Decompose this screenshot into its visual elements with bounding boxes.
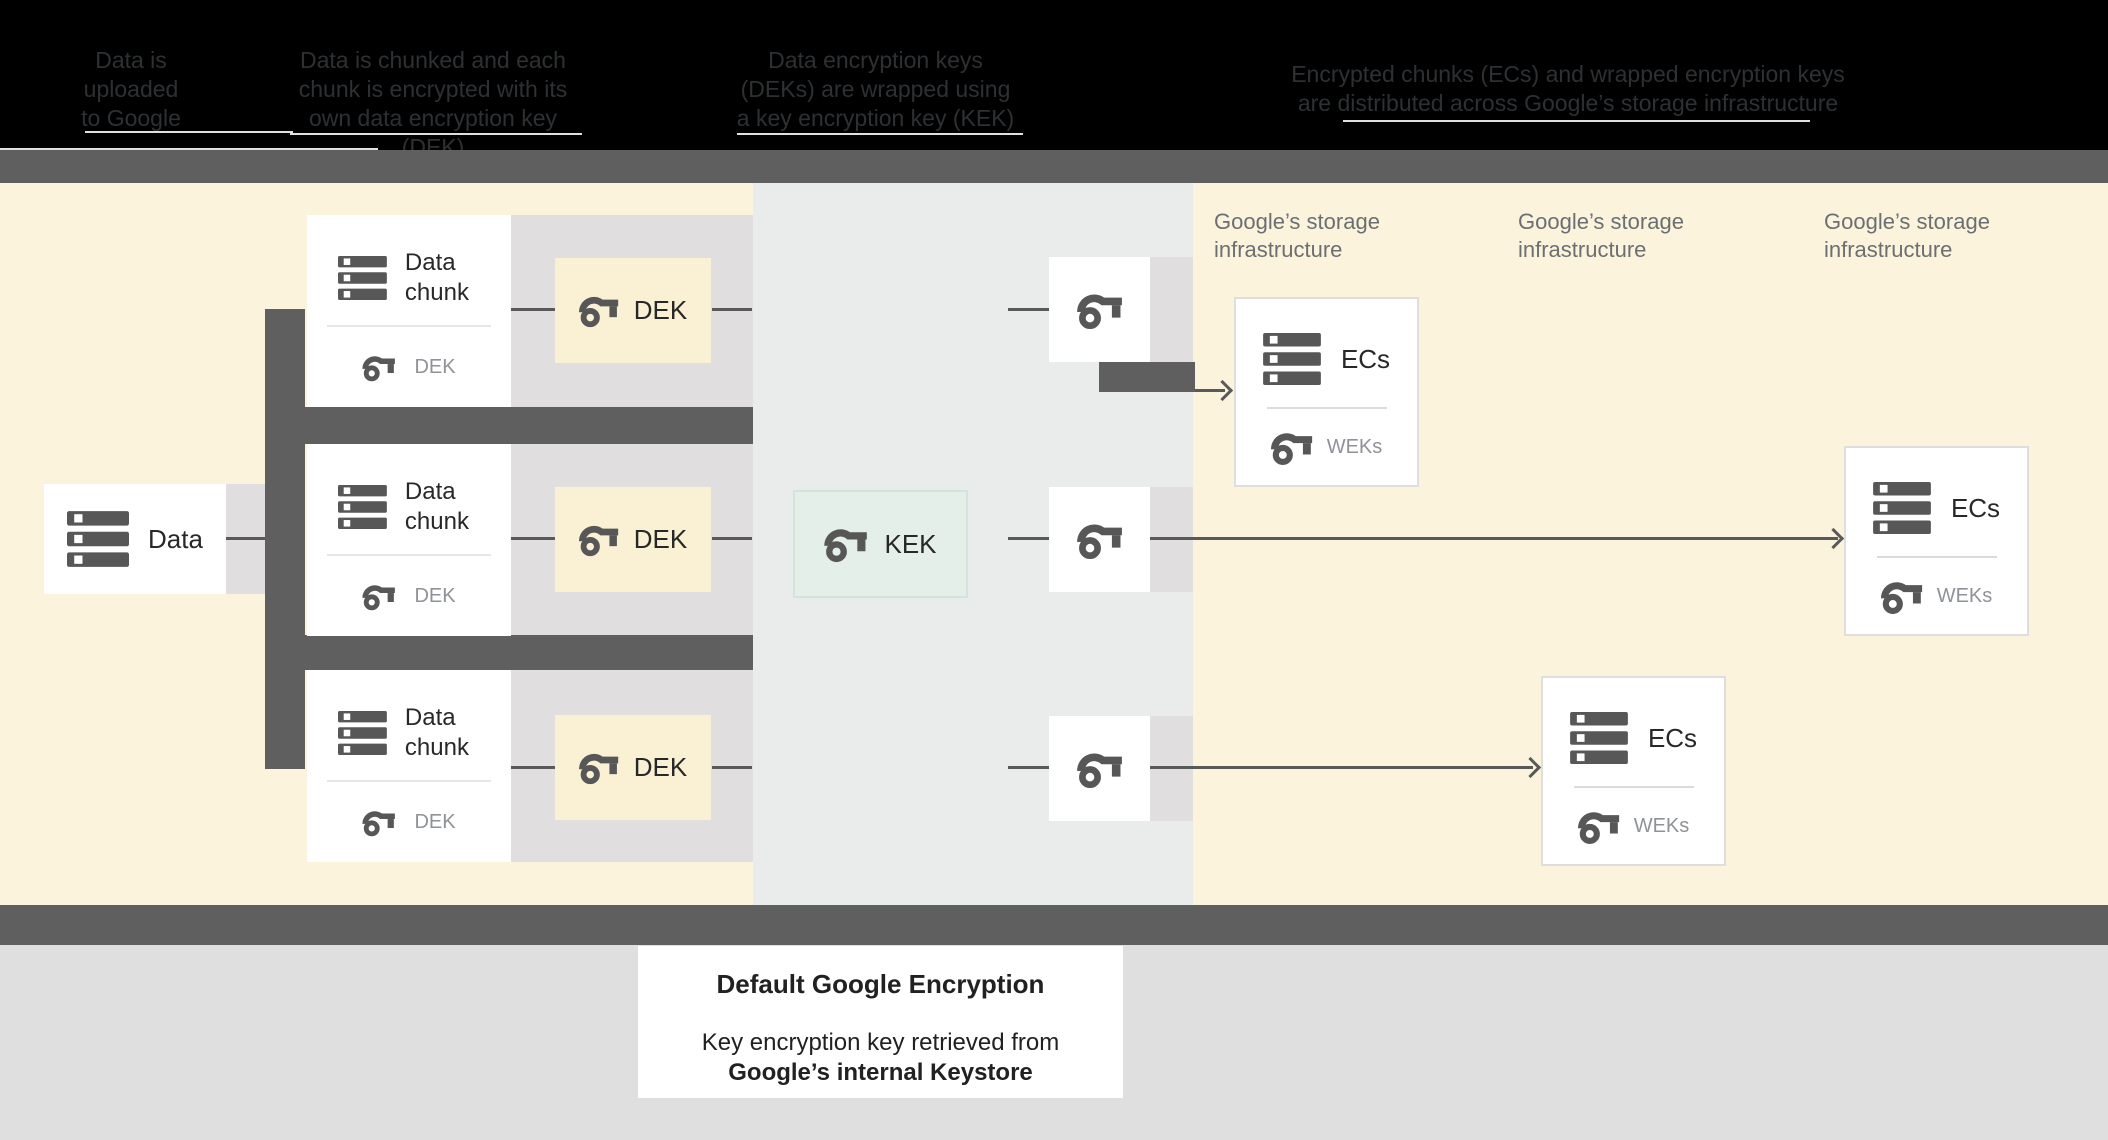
- database-icon: [338, 253, 387, 303]
- weks-label: WEKs: [1633, 815, 1690, 837]
- divider: [327, 780, 491, 782]
- fanout-trunk: [265, 309, 305, 769]
- encrypted-chunks-box: ECs WEKs: [1844, 446, 2029, 636]
- wrapped-key-shadow-band: [1150, 257, 1193, 362]
- connector-line: [712, 308, 752, 311]
- dek-box: DEK: [555, 715, 711, 820]
- ec-box-title: ECs: [1647, 722, 1698, 753]
- divider: [327, 554, 491, 556]
- storage-zone-label: Google’s storage infrastructure: [1518, 209, 1684, 262]
- key-icon: [362, 353, 396, 382]
- dek-box: DEK: [555, 258, 711, 363]
- wrapped-key-box: [1049, 716, 1150, 821]
- kek-box: KEK: [793, 490, 968, 598]
- bottom-separator-bar: [0, 905, 2108, 945]
- data-chunk-title: Data chunk: [404, 478, 469, 535]
- legend-box: Default Google Encryption Key encryption…: [638, 946, 1123, 1098]
- key-icon: [1271, 429, 1313, 466]
- wrapped-key-box: [1049, 257, 1150, 362]
- database-icon: [338, 708, 387, 758]
- divider: [1876, 556, 1997, 558]
- legend-title: Default Google Encryption: [716, 969, 1045, 999]
- dek-box-label: DEK: [633, 752, 688, 782]
- row-connector-block: [305, 407, 753, 444]
- key-icon: [1077, 290, 1123, 330]
- key-icon: [1578, 808, 1620, 845]
- legend-body-line: Key encryption key retrieved from: [701, 1029, 1060, 1056]
- database-icon: [67, 511, 129, 567]
- key-icon: [824, 525, 868, 563]
- artifact-line: [290, 133, 582, 135]
- divider: [1266, 407, 1387, 409]
- connector-line: [712, 766, 752, 769]
- dek-box-label: DEK: [633, 295, 688, 325]
- storage-zone-label: Google’s storage infrastructure: [1214, 209, 1380, 262]
- data-chunk-box: Data chunk DEK: [307, 670, 511, 862]
- divider: [1573, 786, 1694, 788]
- data-box-label: Data: [148, 523, 203, 554]
- ec-box-title: ECs: [1950, 492, 2001, 523]
- key-icon: [1077, 749, 1123, 789]
- data-chunk-title: Data chunk: [404, 249, 469, 306]
- header-band: Data is uploaded to Google Data is chunk…: [0, 0, 2108, 160]
- connector-line: [1008, 537, 1049, 540]
- connector-line: [511, 537, 555, 540]
- header-caption-upload: Data is uploaded to Google: [81, 47, 181, 131]
- legend-body-line-bold: Google’s internal Keystore: [728, 1059, 1033, 1086]
- connector-line: [712, 537, 752, 540]
- artifact-line: [0, 148, 378, 150]
- dek-box-label: DEK: [633, 524, 688, 554]
- divider: [327, 325, 491, 327]
- data-chunk-box: Data chunk DEK: [307, 215, 511, 407]
- artifact-line: [1343, 120, 1810, 122]
- top-separator-bar: [0, 150, 2108, 183]
- data-chunk-box: Data chunk DEK: [307, 444, 511, 636]
- key-icon: [362, 582, 396, 611]
- connector-line: [1008, 308, 1049, 311]
- row-connector-block: [305, 635, 753, 670]
- embedded-dek-label: DEK: [414, 810, 456, 833]
- database-icon: [1263, 333, 1321, 385]
- artifact-line: [85, 131, 293, 133]
- header-caption-wrapping: Data encryption keys (DEKs) are wrapped …: [736, 47, 1015, 131]
- wrapped-key-box: [1049, 487, 1150, 592]
- database-icon: [338, 482, 387, 532]
- ec-box-title: ECs: [1340, 343, 1391, 374]
- connector-line: [1150, 766, 1533, 769]
- database-icon: [1873, 482, 1931, 534]
- key-icon: [579, 522, 619, 557]
- data-chunk-title: Data chunk: [404, 704, 469, 761]
- wrapped-key-transfer-block: [1099, 362, 1195, 392]
- connector-line: [1008, 766, 1049, 769]
- header-caption-distribution: Encrypted chunks (ECs) and wrapped encry…: [1291, 61, 1845, 116]
- embedded-dek-label: DEK: [414, 355, 456, 378]
- artifact-line: [737, 133, 1023, 135]
- kek-box-label: KEK: [884, 528, 937, 559]
- storage-zone-label: Google’s storage infrastructure: [1824, 209, 1990, 262]
- connector-line: [511, 308, 555, 311]
- database-icon: [1570, 712, 1628, 764]
- connector-line: [511, 766, 555, 769]
- dek-box: DEK: [555, 487, 711, 592]
- connector-line: [1150, 537, 1838, 540]
- embedded-dek-label: DEK: [414, 584, 456, 607]
- weks-label: WEKs: [1326, 436, 1383, 458]
- connector-line: [1195, 389, 1225, 392]
- key-icon: [1077, 520, 1123, 560]
- key-icon: [362, 808, 396, 837]
- weks-label: WEKs: [1936, 585, 1993, 607]
- key-icon: [579, 293, 619, 328]
- data-box: Data: [44, 484, 226, 594]
- connector-line: [226, 537, 265, 540]
- key-icon: [1881, 578, 1923, 615]
- encrypted-chunks-box: ECs WEKs: [1541, 676, 1726, 866]
- header-caption-chunking: Data is chunked and each chunk is encryp…: [298, 47, 568, 160]
- encrypted-chunks-box: ECs WEKs: [1234, 297, 1419, 487]
- key-icon: [579, 750, 619, 785]
